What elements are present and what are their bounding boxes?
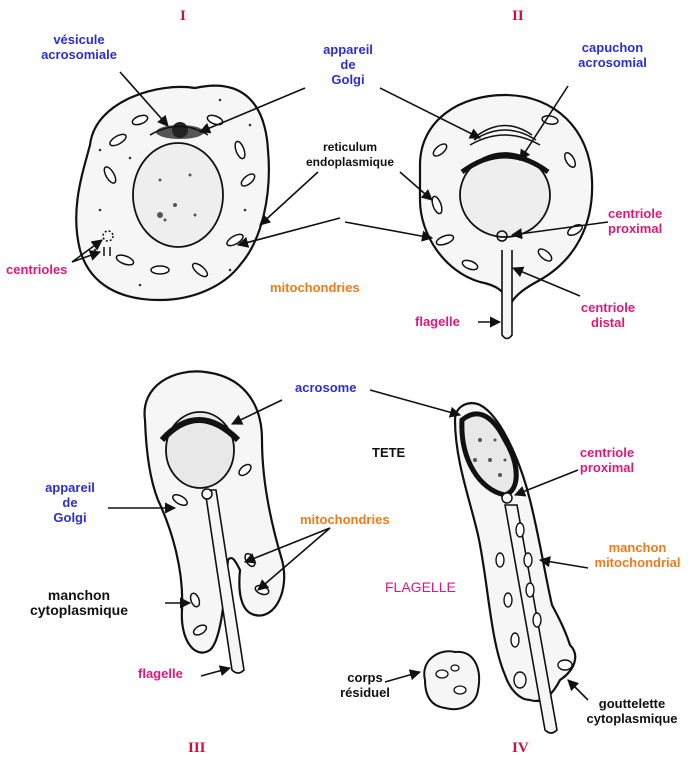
stage-i-cell — [76, 86, 269, 300]
label-mitochondries-bottom: mitochondries — [300, 512, 390, 527]
stage-iv-numeral: IV — [512, 740, 529, 757]
stage-ii-cell — [420, 95, 592, 339]
stage-iii-nucleus — [166, 412, 234, 488]
label-acrosome: acrosome — [295, 380, 356, 395]
stage-ii-numeral: II — [512, 8, 524, 25]
stage-iii-numeral: III — [188, 740, 206, 757]
label-flagelle-caps: FLAGELLE — [385, 580, 456, 595]
label-mitochondries-top: mitochondries — [270, 280, 360, 295]
residual-body — [424, 651, 479, 709]
label-tete: TETE — [372, 445, 405, 460]
stage-ii-flagellum — [502, 250, 512, 339]
label-flagelle-top: flagelle — [415, 314, 460, 329]
stage-iii-cell — [145, 371, 285, 673]
label-centrioles: centrioles — [6, 262, 67, 277]
label-flagelle-bottom: flagelle — [138, 666, 183, 681]
stage-i-numeral: I — [180, 8, 186, 25]
stage-i-nucleus — [133, 143, 223, 247]
